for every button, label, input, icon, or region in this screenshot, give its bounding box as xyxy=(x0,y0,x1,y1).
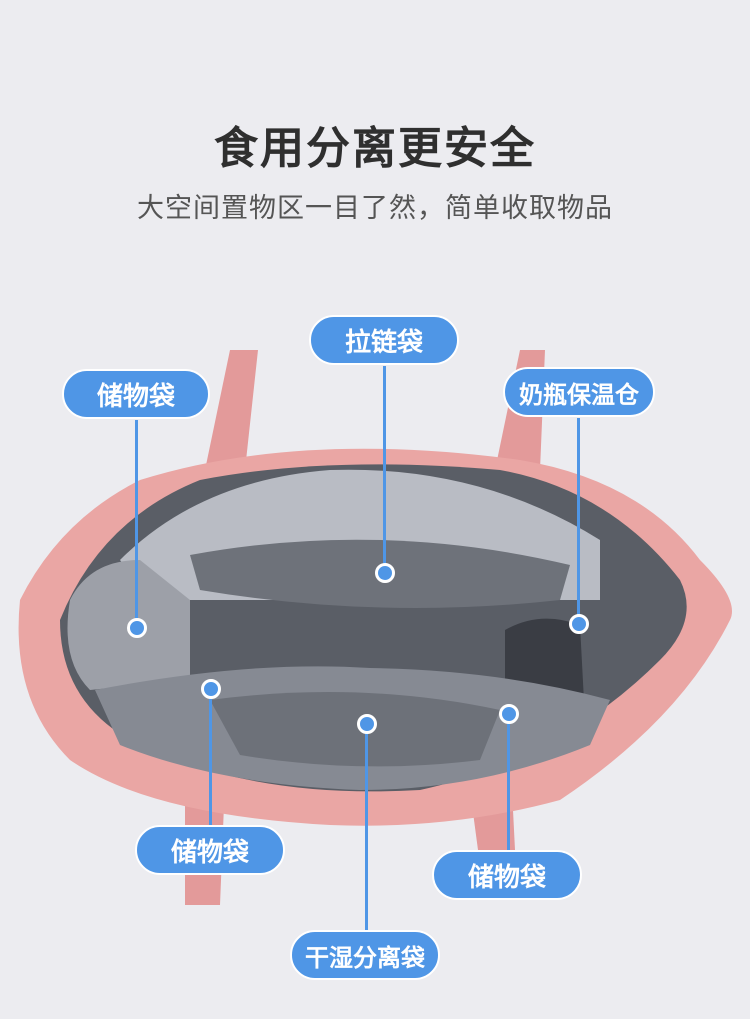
callout-line xyxy=(577,418,580,623)
label-storage-pocket-top-left: 储物袋 xyxy=(62,369,210,419)
callout-dot xyxy=(499,704,519,724)
callout-dot xyxy=(201,679,221,699)
label-storage-pocket-bottom-left: 储物袋 xyxy=(135,825,285,875)
callout-line xyxy=(365,723,368,933)
callout-line xyxy=(507,713,510,853)
callout-dot xyxy=(569,614,589,634)
callout-dot xyxy=(375,563,395,583)
label-zipper-pocket: 拉链袋 xyxy=(309,315,459,365)
callout-dot xyxy=(127,618,147,638)
callout-line xyxy=(209,688,212,828)
label-storage-pocket-bottom-right: 储物袋 xyxy=(432,850,582,900)
callout-line xyxy=(383,366,386,572)
callout-line xyxy=(135,420,138,626)
page-title: 食用分离更安全 xyxy=(214,123,536,174)
label-wet-dry-pocket: 干湿分离袋 xyxy=(290,930,440,980)
page-subtitle: 大空间置物区一目了然，简单收取物品 xyxy=(137,193,613,224)
callout-dot xyxy=(357,714,377,734)
handle-back-left xyxy=(205,350,258,470)
label-bottle-insulated: 奶瓶保温仓 xyxy=(503,367,655,417)
